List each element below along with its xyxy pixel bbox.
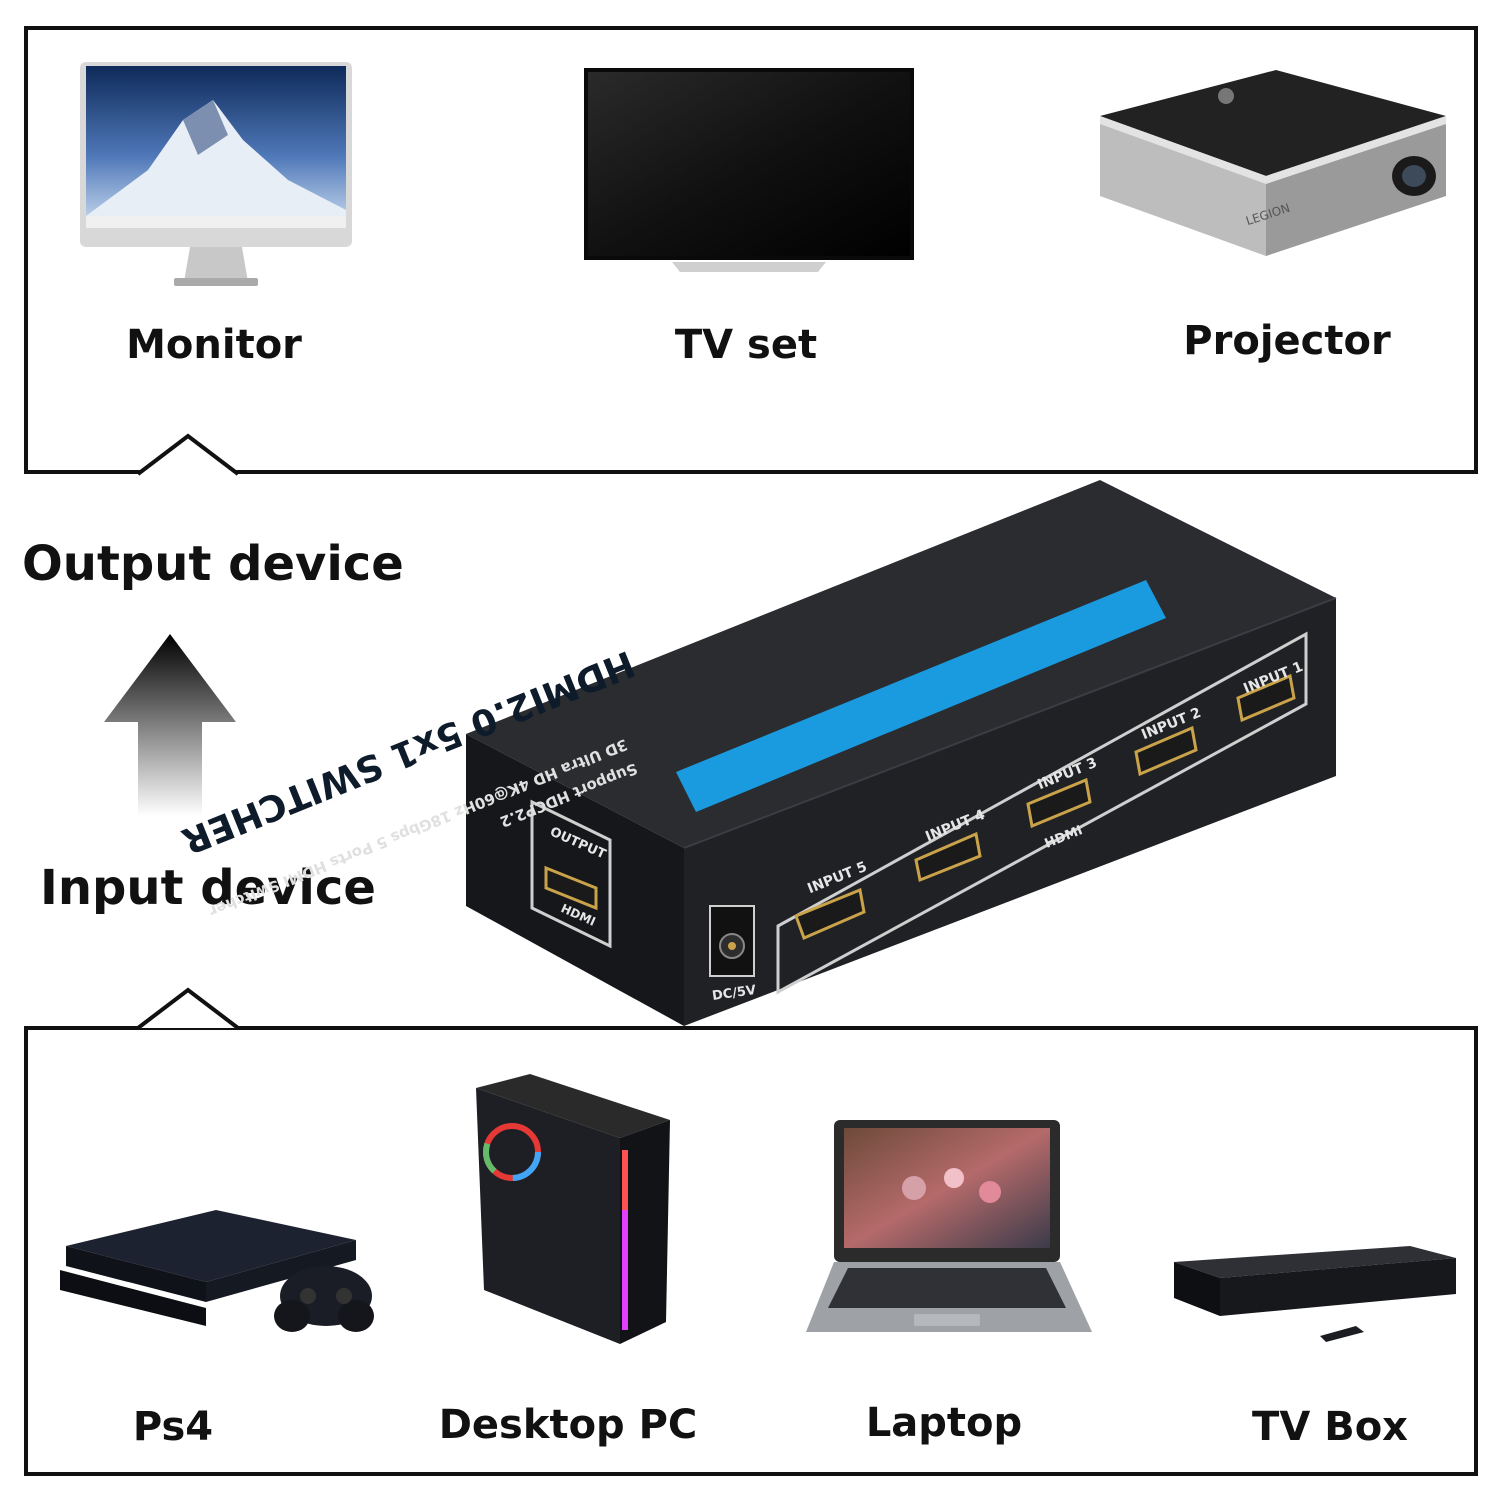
output-device-label-monitor: Monitor	[126, 322, 302, 368]
input-device-label-desktop-pc: Desktop PC	[438, 1402, 698, 1448]
output-device-label-projector: Projector	[1183, 318, 1391, 364]
output-device-label-tv-set: TV set	[674, 322, 818, 368]
projector-image: LEGION	[1100, 70, 1446, 256]
input-device-heading: Input device	[40, 860, 376, 916]
input-device-label-laptop: Laptop	[865, 1400, 1023, 1446]
ps4-image	[60, 1210, 374, 1332]
input-panel-notch	[136, 987, 240, 1030]
tv-box-image	[1174, 1246, 1456, 1342]
desktop-pc-image	[476, 1074, 670, 1344]
tv-set-image	[584, 68, 914, 272]
up-arrow-icon	[104, 634, 236, 816]
input-device-label-tv-box: TV Box	[1252, 1404, 1408, 1450]
output-device-heading: Output device	[22, 536, 404, 592]
monitor-image	[80, 62, 352, 286]
output-panel-notch	[136, 433, 240, 476]
hdmi-switcher-image	[466, 480, 1337, 1026]
laptop-image	[806, 1120, 1092, 1332]
input-device-label-ps4: Ps4	[132, 1404, 214, 1450]
